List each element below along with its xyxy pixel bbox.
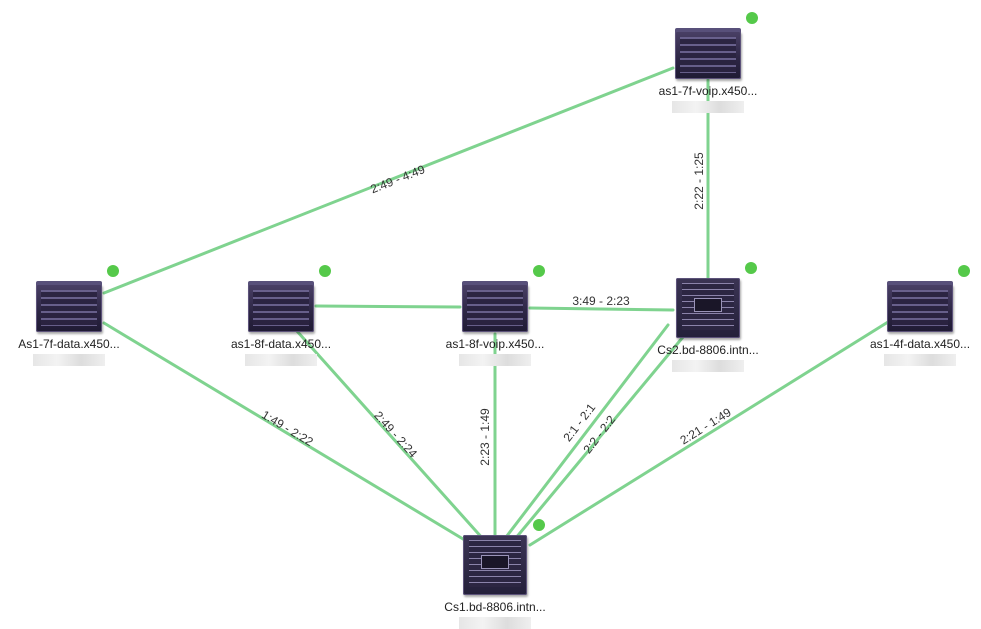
- device-node[interactable]: as1-8f-data.x450...: [211, 281, 351, 366]
- redacted-address-bar: [459, 617, 531, 629]
- link-port-label: 2:23 - 1:49: [478, 408, 492, 466]
- status-up-indicator: [745, 262, 757, 274]
- stack-switch-icon[interactable]: [887, 281, 953, 332]
- link-port-label: 2:21 - 1:49: [678, 405, 734, 447]
- device-label: as1-8f-voip.x450...: [445, 337, 545, 351]
- link-as1-8f-data-Cs1[interactable]: [294, 328, 486, 542]
- link-Cs2-Cs1[interactable]: [508, 335, 685, 547]
- link-port-label: 2:49 - 2:24: [371, 408, 420, 460]
- status-up-indicator: [958, 265, 970, 277]
- link-port-label: 3:49 - 2:23: [572, 294, 630, 308]
- link-as1-4f-data-Cs1[interactable]: [528, 320, 890, 547]
- link-As1-7f-data-Cs1[interactable]: [102, 321, 475, 547]
- chassis-switch-icon[interactable]: [676, 278, 740, 338]
- device-node[interactable]: Cs2.bd-8806.intn...: [638, 278, 778, 372]
- stack-switch-icon[interactable]: [248, 281, 314, 332]
- status-up-indicator: [533, 265, 545, 277]
- status-up-indicator: [746, 12, 758, 24]
- device-label: as1-8f-data.x450...: [230, 337, 332, 351]
- device-label: as1-4f-data.x450...: [869, 337, 971, 351]
- link-port-label: 2:49 - 4:49: [368, 162, 427, 196]
- status-up-indicator: [319, 265, 331, 277]
- device-label: Cs2.bd-8806.intn...: [657, 343, 759, 357]
- status-up-indicator: [533, 519, 545, 531]
- device-node[interactable]: as1-4f-data.x450...: [850, 281, 981, 366]
- link-as1-8f-voip-Cs2[interactable]: [528, 306, 675, 312]
- device-node[interactable]: As1-7f-data.x450...: [0, 281, 139, 366]
- link-port-label: 1:49 - 2:22: [259, 408, 316, 450]
- chassis-switch-icon[interactable]: [463, 535, 527, 595]
- device-label: as1-7f-voip.x450...: [658, 84, 758, 98]
- status-up-indicator: [107, 265, 119, 277]
- device-label: Cs1.bd-8806.intn...: [444, 600, 546, 614]
- redacted-address-bar: [884, 354, 956, 366]
- device-node[interactable]: as1-7f-voip.x450...: [638, 28, 778, 113]
- device-node[interactable]: as1-8f-voip.x450...: [425, 281, 565, 366]
- stack-switch-icon[interactable]: [675, 28, 741, 79]
- stack-switch-icon[interactable]: [36, 281, 102, 332]
- device-label: As1-7f-data.x450...: [18, 337, 120, 351]
- device-node[interactable]: Cs1.bd-8806.intn...: [425, 535, 565, 629]
- redacted-address-bar: [672, 101, 744, 113]
- redacted-address-bar: [459, 354, 531, 366]
- redacted-address-bar: [672, 360, 744, 372]
- link-Cs2-Cs1[interactable]: [498, 323, 670, 547]
- link-port-label: 2:22 - 1:25: [692, 152, 706, 210]
- stack-switch-icon[interactable]: [462, 281, 528, 332]
- redacted-address-bar: [245, 354, 317, 366]
- redacted-address-bar: [33, 354, 105, 366]
- link-As1-7f-data-as1-7f-voip[interactable]: [102, 66, 675, 295]
- link-as1-8f-data-as1-8f-voip[interactable]: [314, 304, 462, 309]
